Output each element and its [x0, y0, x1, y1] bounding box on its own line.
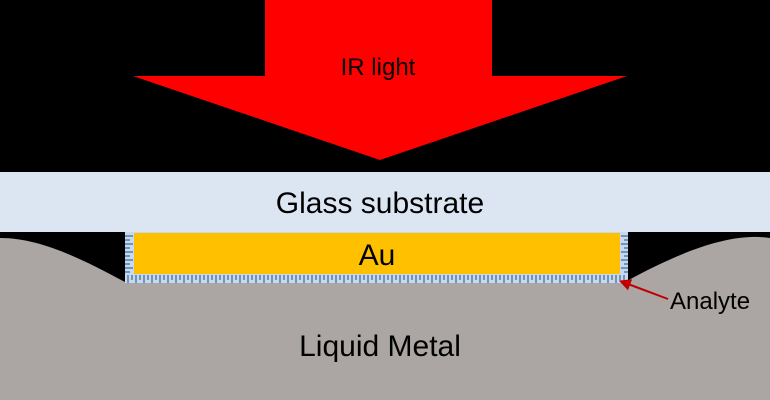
- analyte-label: Analyte: [670, 288, 750, 315]
- gold-layer: [134, 233, 620, 274]
- analyte-ticks: [125, 235, 628, 283]
- liquid-metal-label: Liquid Metal: [299, 330, 461, 363]
- ir-light-arrow: [133, 0, 627, 160]
- liquid-metal-region: [0, 236, 770, 400]
- ir-light-label: IR light: [341, 54, 416, 81]
- glass-substrate-layer: [0, 172, 770, 232]
- analyte-pointer-arrow: [618, 279, 669, 300]
- gold-layer-label: Au: [359, 239, 396, 272]
- glass-substrate-label: Glass substrate: [276, 187, 484, 220]
